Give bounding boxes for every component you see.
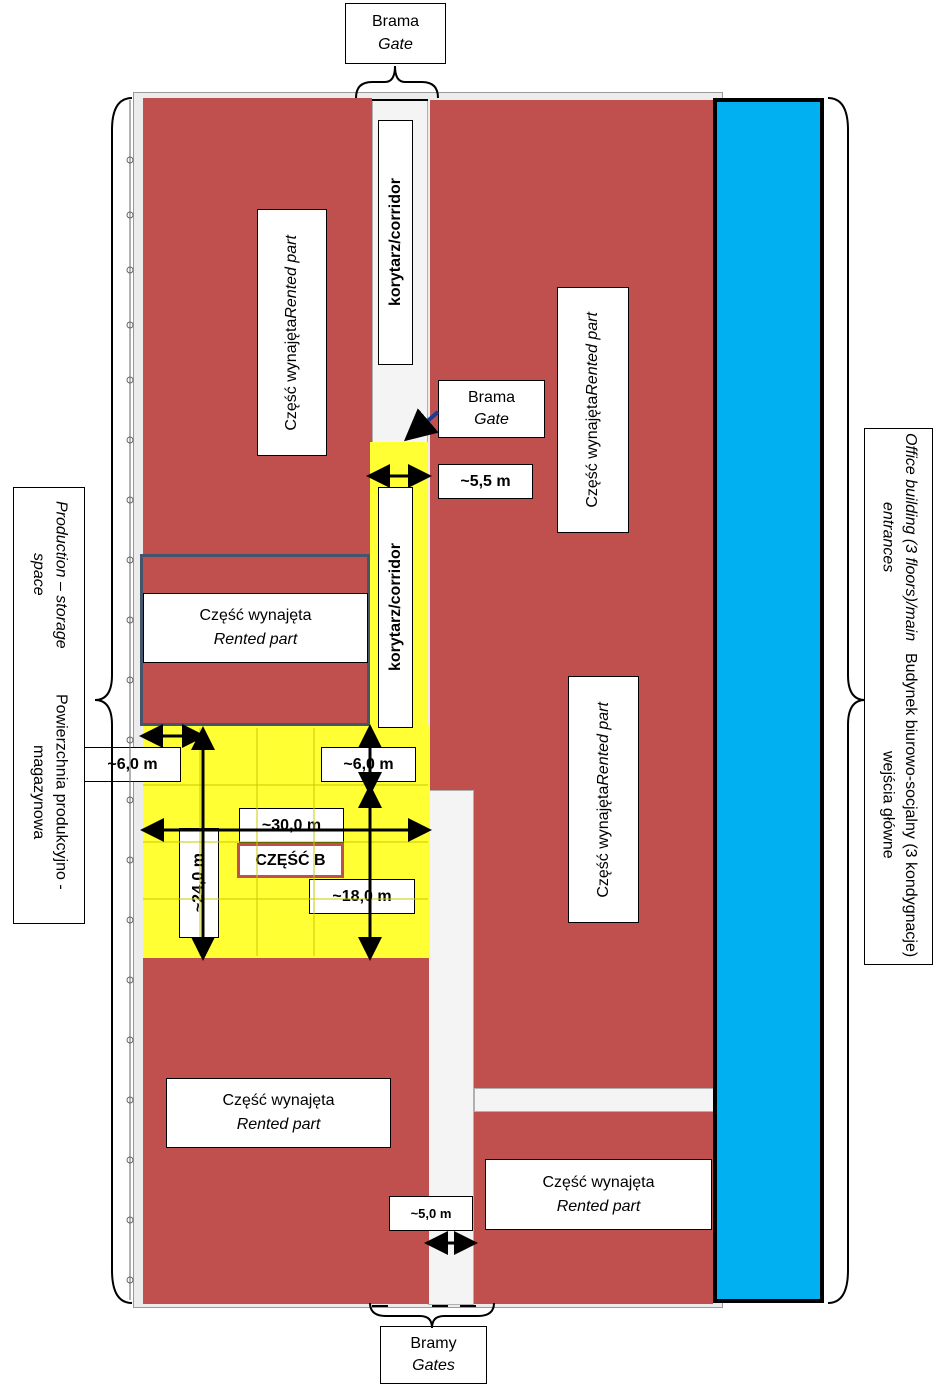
- office-building: [713, 98, 824, 1303]
- office-building-pl: Budynek biurowo-socjalny (3 kondygnacje)…: [879, 652, 919, 957]
- rented-label-right-upper: Część wynajęta Rented part: [557, 287, 629, 533]
- dim-6-0m-left: ~6,0 m: [84, 747, 181, 782]
- corridor-label-middle: korytarz/corridor: [378, 487, 413, 728]
- production-storage-label: Powierzchnia produkcyjno - magazynowa Pr…: [13, 487, 85, 924]
- bottom-brace: [369, 1302, 495, 1329]
- floorplan-strip-lower: [474, 1088, 714, 1112]
- gate-top-label: Brama Gate: [345, 3, 446, 64]
- rented-bottom-right-pl: Część wynajęta: [542, 1173, 655, 1191]
- axis-ticks-left: [126, 100, 134, 1300]
- gate-middle-label: Brama Gate: [438, 380, 545, 438]
- rented-label-top-left: Część wynajęta Rented part: [257, 209, 327, 456]
- corridor-label-top: korytarz/corridor: [378, 120, 413, 365]
- dim-5-5m: ~5,5 m: [438, 464, 533, 499]
- part-b-text: CZĘŚĆ B: [255, 851, 326, 869]
- production-storage-en: Production – storage space: [30, 500, 70, 649]
- office-building-label: Budynek biurowo-socjalny (3 kondygnacje)…: [864, 428, 933, 965]
- rented-bottom-left-en: Rented part: [236, 1116, 321, 1133]
- rented-bottom-left-pl: Część wynajęta: [222, 1092, 335, 1109]
- left-brace: [94, 97, 133, 1304]
- part-b-label: CZĘŚĆ B: [237, 843, 344, 878]
- gate-arrow: [403, 408, 440, 442]
- top-brace: [355, 65, 439, 99]
- rented-bottom-right-en: Rented part: [556, 1197, 641, 1215]
- right-brace: [827, 97, 866, 1304]
- rented-left-middle-en: Rented part: [213, 631, 298, 648]
- dim-6-0m-left-text: ~6,0 m: [107, 755, 158, 773]
- gates-bottom-pl: Bramy: [410, 1334, 457, 1352]
- gate-mid-en: Gate: [474, 411, 509, 428]
- gate-mid-pl: Brama: [467, 388, 516, 406]
- rented-label-bottom-right: Część wynajęta Rented part: [485, 1159, 712, 1230]
- rented-label-bottom-left: Część wynajęta Rented part: [166, 1078, 391, 1148]
- dim-5-5m-text: ~5,5 m: [460, 472, 511, 490]
- gates-bottom-label: Bramy Gates: [380, 1326, 487, 1384]
- office-building-en: Office building (3 floors)/main entrance…: [879, 433, 919, 642]
- rented-label-left-middle: Część wynajęta Rented part: [143, 593, 368, 663]
- part-b-grid: [143, 728, 428, 956]
- gate-top-pl: Brama: [371, 13, 420, 31]
- gates-bottom-en: Gates: [412, 1357, 455, 1374]
- dim-5-0m: ~5,0 m: [389, 1196, 473, 1231]
- rented-label-right-lower: Część wynajęta Rented part: [568, 676, 639, 923]
- rented-left-middle-pl: Część wynajęta: [199, 607, 312, 624]
- production-storage-pl: Powierzchnia produkcyjno - magazynowa: [30, 694, 70, 890]
- dim-5-0m-text: ~5,0 m: [410, 1206, 452, 1221]
- gate-top-en: Gate: [378, 35, 413, 53]
